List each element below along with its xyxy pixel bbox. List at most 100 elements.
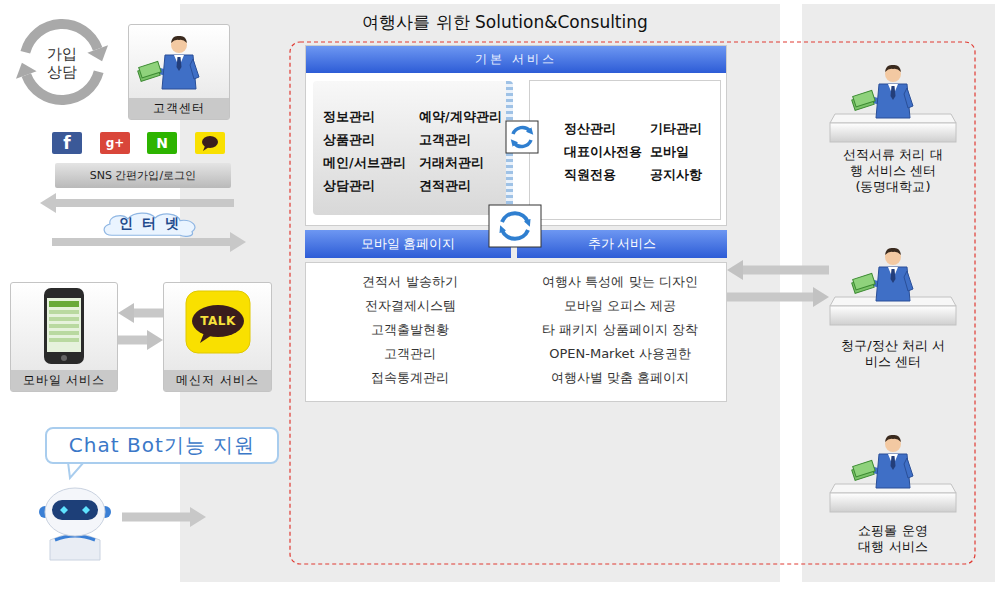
service-center: 쇼핑몰 운영 대행 서비스	[829, 428, 957, 560]
swirl-icon	[489, 205, 541, 247]
node-text: 여행사별 맞춤 홈페이지	[514, 366, 726, 390]
robot-icon	[82, 506, 90, 514]
sns-bar: SNS 간편가입/로그인	[55, 163, 231, 188]
service-box	[49, 310, 79, 314]
service-box: 메신저 서비스	[163, 282, 272, 392]
service-box	[49, 317, 79, 321]
robot-icon	[39, 488, 111, 560]
service-box	[49, 301, 79, 307]
node-text: 여행사 특성에 맞는 디자인	[514, 270, 726, 294]
robot-arrow	[122, 513, 192, 522]
node-text: 정보관리	[323, 109, 419, 124]
sns-icons	[52, 132, 82, 154]
swirl-icon	[506, 121, 538, 153]
service-center: 선적서류 처리 대행 서비스 센터 (동명대학교)	[829, 55, 957, 200]
node-text: 접속통계관리	[306, 366, 514, 390]
service-box	[49, 331, 79, 335]
internet-arrows	[40, 193, 56, 213]
robot-arrow	[122, 507, 206, 527]
robot-icon	[52, 500, 98, 520]
service-center-figures	[830, 65, 956, 512]
service-box	[49, 338, 79, 342]
node-text: 청구/정산 처리 서비스 센터	[840, 338, 946, 370]
list-body: 여행사 특성에 맞는 디자인모바일 오피스 제공타 패키지 상품페이지 장착OP…	[514, 262, 727, 402]
swirl-icon	[502, 213, 528, 222]
service-box	[186, 291, 250, 353]
sns-icons	[203, 146, 209, 151]
callout-tail	[68, 462, 84, 478]
right-column-ground	[802, 4, 995, 582]
node-text: 직원전용	[564, 167, 650, 182]
service-box	[47, 298, 81, 352]
node-text: 전자결제시스템	[306, 294, 514, 318]
robot-icon	[55, 536, 95, 540]
service-center-figures	[851, 435, 913, 488]
node-text: 모바일	[650, 144, 716, 159]
connector-arrow	[118, 336, 147, 345]
node-text: 선적서류 처리 대행 서비스 센터 (동명대학교)	[840, 147, 946, 195]
connector-arrow	[743, 266, 829, 275]
node-text: 여행사를 위한 Solution&Consulting	[180, 4, 780, 32]
robot-icon	[50, 534, 100, 560]
menu-box: 정산관리기타관리대표이사전용모바일직원전용공지사항	[529, 80, 721, 220]
robot-icon	[60, 506, 68, 514]
cloud-shape: 인 터 넷	[100, 211, 200, 237]
callout-box: Chat Bot기능 지원	[45, 427, 279, 464]
node-text: 타 패키지 상품페이지 장착	[514, 318, 726, 342]
cycle-circle: 가입 상담	[30, 36, 94, 90]
node-text: 상담관리	[323, 178, 419, 193]
node-text: 추가 서비스	[517, 230, 727, 258]
node-text: 가입 상담	[42, 45, 82, 81]
node-text: 고객관리	[306, 342, 514, 366]
node-text: 모바일 서비스	[11, 370, 117, 391]
service-section: 모바일 홈페이지견적서 발송하기전자결제시스템고객출발현황고객관리접속통계관리	[305, 230, 514, 402]
node-text: 공지사항	[650, 167, 716, 182]
icon-letter: g+	[100, 132, 130, 154]
sns-icons	[100, 132, 130, 154]
icon-letter: f	[52, 132, 82, 154]
sns-icons	[195, 132, 225, 154]
list-body: 견적서 발송하기전자결제시스템고객출발현황고객관리접속통계관리	[305, 262, 514, 402]
service-section: 추가 서비스여행사 특성에 맞는 디자인모바일 오피스 제공타 패키지 상품페이…	[514, 230, 727, 402]
node-text: 예약/계약관리	[419, 109, 503, 124]
service-box	[129, 25, 229, 97]
node-text: 메신저 서비스	[164, 370, 271, 391]
node-text: 상품관리	[323, 132, 419, 147]
swirl-icon	[513, 127, 530, 134]
swirl-icon	[514, 140, 531, 147]
node-text: 쇼핑몰 운영 대행 서비스	[853, 523, 933, 555]
menu-box: 정보관리예약/계약관리상품관리고객관리메인/서브관리거래처관리상담관리견적관리	[313, 81, 513, 215]
service-box	[44, 288, 84, 364]
connector-arrow	[134, 309, 163, 318]
service-center-figures	[851, 65, 913, 118]
robot-icon	[45, 488, 105, 536]
service-box	[49, 324, 79, 328]
service-box	[200, 333, 212, 343]
swirl-icon	[502, 230, 528, 239]
node-text: 기본 서비스	[306, 46, 726, 73]
node-text: 거래처관리	[419, 155, 503, 170]
service-box: 모바일 서비스	[10, 282, 118, 392]
node-text: 고객관리	[419, 132, 503, 147]
sns-icons	[52, 132, 225, 154]
service-center: 청구/정산 처리 서비스 센터	[829, 240, 957, 375]
swirl-icon	[489, 205, 541, 247]
node-text: 정산관리	[564, 121, 650, 136]
sns-icons	[147, 132, 177, 154]
node-text: 메인/서브관리	[323, 155, 419, 170]
service-center-figures	[851, 248, 913, 301]
node-text: 고객센터	[129, 98, 229, 119]
service-box	[192, 305, 244, 337]
service-box	[11, 283, 117, 369]
node-text: SNS 간편가입/로그인	[90, 168, 196, 183]
swirl-icon	[506, 121, 538, 153]
sns-icons	[202, 136, 218, 148]
cycle-arrows	[16, 24, 108, 100]
node-text: 견적관리	[419, 178, 503, 193]
service-box: 고객센터	[128, 24, 230, 120]
connector-arrow	[727, 293, 813, 302]
icon-letter: N	[147, 132, 177, 154]
cycle-arrows	[16, 63, 37, 79]
service-box	[137, 36, 199, 89]
